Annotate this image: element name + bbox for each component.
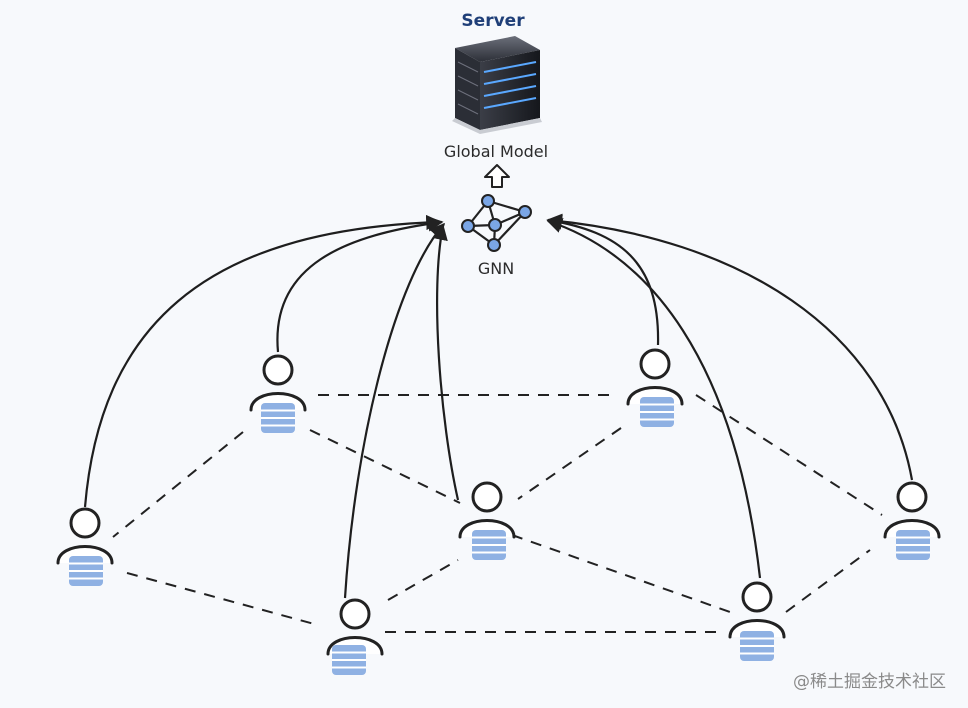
peer-link xyxy=(387,559,459,601)
server-icon xyxy=(452,36,542,134)
upload-arc xyxy=(546,214,660,346)
server-title: Server xyxy=(461,11,525,31)
client-node xyxy=(249,354,307,433)
peer-link xyxy=(785,549,871,613)
client-node xyxy=(626,348,684,427)
upload-arc xyxy=(343,222,446,599)
peer-link xyxy=(309,429,461,504)
database-icon xyxy=(261,403,295,433)
peer-link xyxy=(112,431,244,538)
user-icon xyxy=(626,348,684,406)
user-icon xyxy=(458,481,516,539)
peer-link xyxy=(511,534,731,613)
upload-arc xyxy=(276,216,444,353)
upload-arcs xyxy=(83,213,914,599)
user-icon xyxy=(883,481,941,539)
user-icon xyxy=(728,581,786,639)
database-icon xyxy=(896,530,930,560)
global-model-label: Global Model xyxy=(443,142,549,161)
database-icon xyxy=(740,631,774,661)
client-node xyxy=(883,481,941,560)
upload-arc xyxy=(83,214,442,508)
peer-link xyxy=(695,394,883,516)
client-node xyxy=(728,581,786,661)
database-icon xyxy=(640,397,674,427)
database-icon xyxy=(332,645,366,675)
upload-arrow-icon xyxy=(484,164,510,188)
peer-link xyxy=(517,427,622,500)
upload-arc xyxy=(432,224,460,501)
database-icon xyxy=(69,556,103,586)
client-node xyxy=(458,481,516,560)
peer-link xyxy=(126,572,319,626)
upload-arc xyxy=(546,213,914,481)
user-icon xyxy=(249,354,307,412)
gnn-graph-icon xyxy=(461,194,532,252)
client-node xyxy=(326,598,384,675)
gnn-label: GNN xyxy=(477,259,515,278)
user-icon xyxy=(56,507,114,565)
database-icon xyxy=(472,530,506,560)
peer-links xyxy=(112,394,883,633)
upload-arc xyxy=(546,218,762,579)
client-node xyxy=(56,507,114,586)
clients xyxy=(56,348,941,675)
watermark: @稀土掘金技术社区 xyxy=(793,672,946,692)
